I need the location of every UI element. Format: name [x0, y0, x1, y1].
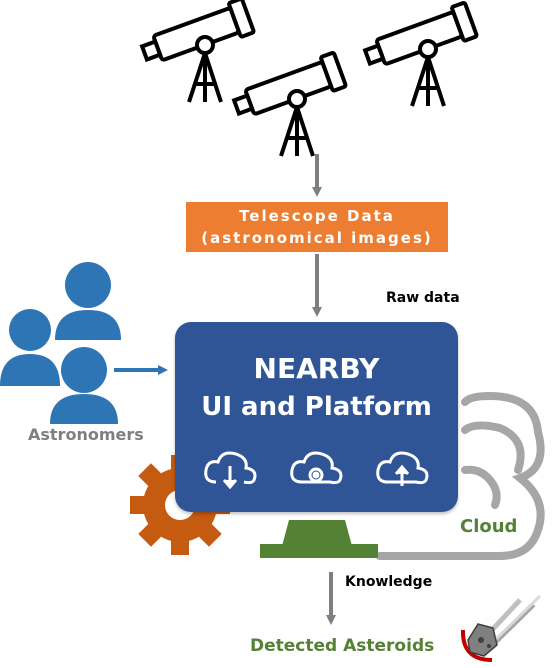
platform-title: NEARBY [253, 352, 380, 385]
asteroid-icon [460, 594, 542, 662]
knowledge-label: Knowledge [345, 574, 433, 590]
telescope-icon [359, 0, 480, 108]
telescope-icon [136, 0, 257, 104]
cloud-upload-icon [376, 451, 429, 486]
cloud-icon [376, 391, 545, 560]
platform-cloud-icons [204, 451, 429, 490]
nearby-platform-box: NEARBY UI and Platform [175, 322, 458, 512]
cloud-settings-icon [290, 451, 343, 485]
telescope-data-subtitle: (astronomical images) [201, 229, 433, 247]
astronomers-label: Astronomers [28, 425, 144, 444]
telescope-data-title: Telescope Data [239, 207, 395, 225]
cloud-download-icon [204, 451, 257, 490]
platform-subtitle: UI and Platform [201, 392, 432, 422]
monitor-stand-icon [260, 520, 378, 558]
telescope-data-box: Telescope Data (astronomical images) [186, 202, 448, 252]
raw-data-label: Raw data [386, 290, 460, 306]
detected-asteroids-label: Detected Asteroids [250, 636, 435, 656]
cloud-label: Cloud [460, 516, 518, 537]
telescope-icon [228, 50, 349, 158]
users-icon [0, 262, 121, 424]
